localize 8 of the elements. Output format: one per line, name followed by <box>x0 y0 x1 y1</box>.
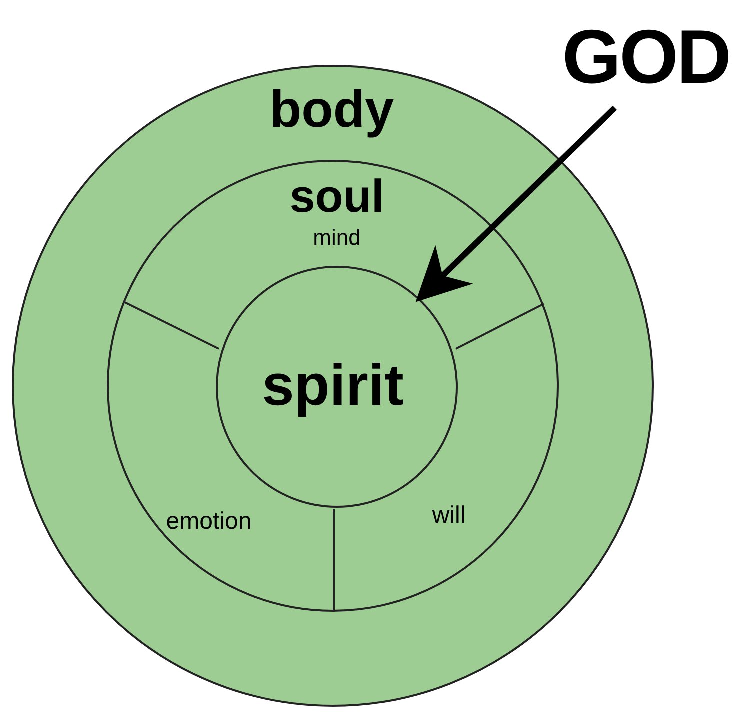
heading-text: soul <box>290 173 384 219</box>
region-label: mind <box>313 227 361 249</box>
region-label: will <box>432 504 466 528</box>
label-text: GOD <box>562 20 730 96</box>
heading-text: spirit <box>262 357 404 415</box>
arrow <box>416 106 618 302</box>
heading-text: body <box>270 84 394 136</box>
region-label: emotion <box>166 510 252 534</box>
